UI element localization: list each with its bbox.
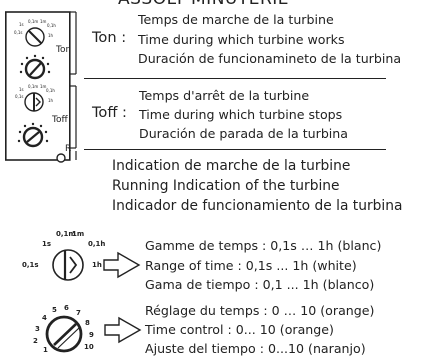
control-arrow-icon: [104, 316, 142, 344]
range-mark-4: 1h: [92, 261, 102, 269]
range-line-es: Gama de tiempo : 0,1 ... 1h (blanco): [145, 277, 375, 292]
control-mark-5: 5: [52, 306, 57, 314]
toff-panel-label: Toff: [52, 115, 68, 125]
ton-line-es: Duración de funcionamineto de la turbina: [138, 51, 402, 66]
toff-mark-5: 1h: [48, 98, 54, 103]
ton-mark-3: 1m: [40, 19, 47, 24]
device-panel-outline: [5, 11, 77, 161]
range-mark-1: 1m: [72, 230, 84, 238]
control-mark-6: 6: [64, 304, 69, 312]
divider-2: [84, 149, 386, 150]
control-mark-1: 1: [43, 346, 48, 354]
ton-mark-2: 0,1m: [28, 19, 38, 24]
device-panel: 0,1s 1s 0,1m 1m 0,1h 1h Ton 0,1s 1s 0,1m…: [5, 10, 79, 163]
ton-mark-5: 1h: [48, 33, 54, 38]
range-mark-0: 0,1m: [56, 230, 76, 238]
range-mark-5: 0,1s: [22, 261, 39, 269]
toff-line-fr: Temps d'arrêt de la turbine: [139, 88, 310, 103]
r-line-fr: Indication de marche de la turbine: [112, 158, 351, 174]
range-line-en: Range of time : 0,1s ... 1h (white): [145, 258, 357, 273]
toff-mark-3: 1m: [40, 84, 47, 89]
ton-line-fr: Temps de marche de la turbine: [138, 12, 334, 27]
ton-control-knob[interactable]: [17, 54, 61, 84]
r-line-en: Running Indication of the turbine: [112, 178, 340, 194]
control-mark-9: 9: [89, 331, 94, 339]
toff-key: Toff :: [92, 104, 127, 121]
range-arrow-icon: [103, 251, 141, 279]
control-mark-10: 10: [84, 343, 94, 351]
control-mark-4: 4: [42, 314, 47, 322]
range-line-fr: Gamme de temps : 0,1s … 1h (blanc): [145, 238, 382, 253]
control-dial-diagram: 1 2 3 4 5 6 7 8 9 10: [33, 304, 94, 354]
r-label: R: [65, 144, 72, 154]
ton-mark-4: 0,1h: [47, 23, 56, 28]
toff-line-en: Time during which turbine stops: [139, 107, 343, 122]
running-indicator-led: [56, 153, 66, 163]
toff-mark-0: 0,1s: [15, 94, 23, 99]
ton-mark-1: 1s: [19, 22, 24, 27]
toff-mark-4: 0,1h: [46, 88, 55, 93]
control-line-fr: Réglage du temps : 0 … 10 (orange): [145, 303, 375, 318]
control-mark-8: 8: [85, 319, 90, 327]
range-mark-3: 0,1h: [88, 240, 105, 248]
ton-mark-0: 0,1s: [14, 30, 22, 35]
range-mark-2: 1s: [42, 240, 51, 248]
r-line-es: Indicador de funcionamiento de la turbin…: [112, 198, 403, 214]
control-mark-2: 2: [33, 337, 38, 345]
control-line-en: Time control : 0... 10 (orange): [145, 322, 334, 337]
toff-mark-1: 1s: [19, 87, 24, 92]
ton-line-en: Time during which turbine works: [138, 32, 345, 47]
toff-control-knob[interactable]: [15, 121, 59, 153]
toff-line-es: Duración de parada de la turbina: [139, 126, 349, 141]
range-dial-diagram: 0,1m 1m 1s 0,1h 1h 0,1s: [22, 230, 105, 281]
control-line-es: Ajuste del tiempo : 0...10 (naranjo): [145, 341, 366, 356]
toff-range-knob[interactable]: 0,1s 1s 0,1m 1m 0,1h 1h: [15, 84, 59, 120]
divider-1: [84, 78, 386, 79]
header-title: ASSOLT MINUTERIE: [118, 0, 289, 9]
ton-panel-label: Ton: [56, 45, 72, 55]
control-mark-3: 3: [35, 325, 40, 333]
ton-key: Ton :: [92, 29, 127, 46]
toff-mark-2: 0,1m: [28, 84, 38, 89]
ton-range-knob[interactable]: 0,1s 1s 0,1m 1m 0,1h 1h: [13, 19, 57, 50]
control-mark-7: 7: [76, 309, 81, 317]
